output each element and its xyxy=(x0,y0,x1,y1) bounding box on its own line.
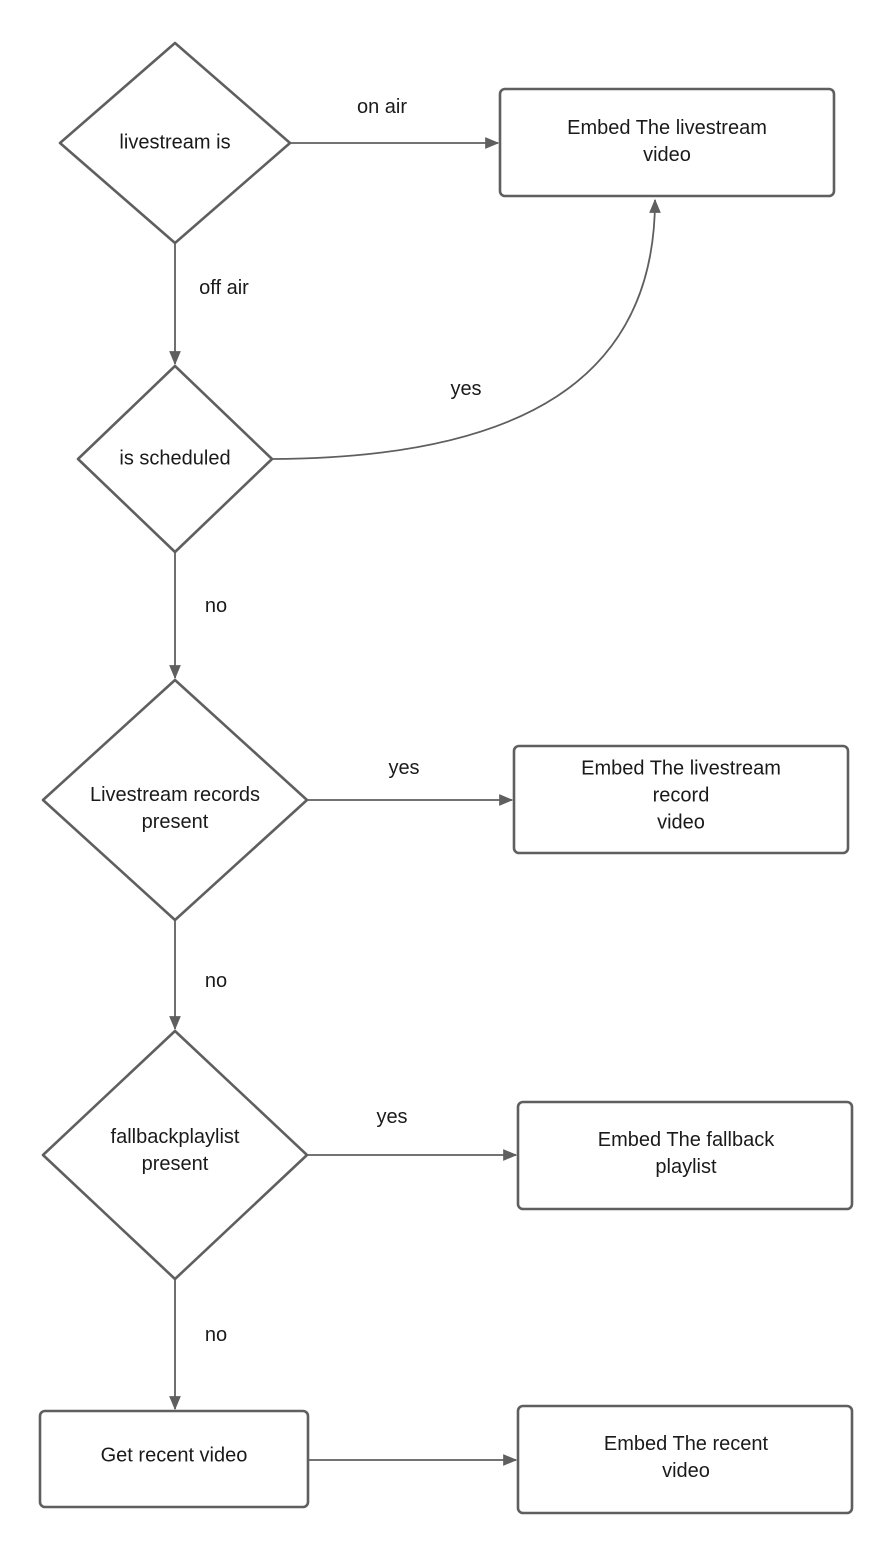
get-recent-video-box xyxy=(38,1409,310,1509)
livestream-is-label: livestream is xyxy=(119,131,231,154)
is-scheduled-label: is scheduled xyxy=(119,447,231,470)
embed-recent-video-label: Embed The recent video xyxy=(603,1433,769,1482)
fallbackplaylist-present-label: fallbackplaylist present xyxy=(110,1126,240,1175)
embed-fallback-playlist-box xyxy=(516,1100,854,1211)
edge-label-playlist-yes: yes xyxy=(376,1106,408,1128)
edge-scheduled-yes xyxy=(271,198,661,460)
edge-label-records-no: no xyxy=(204,970,228,992)
embed-fallback-playlist-label: Embed The fallback playlist xyxy=(597,1129,775,1178)
edge-label-playlist-no: no xyxy=(204,1324,228,1346)
edge-label-records-yes: yes xyxy=(388,757,420,779)
embed-livestream-video-label: Embed The livestream video xyxy=(567,117,767,166)
edge-label-scheduled-no: no xyxy=(204,595,228,617)
livestream-records-present-label: Livestream records present xyxy=(89,784,261,833)
get-recent-video-label: Get recent video xyxy=(100,1444,248,1467)
embed-recent-video-box xyxy=(516,1404,854,1515)
edge-label-scheduled-yes: yes xyxy=(450,378,482,400)
embed-livestream-video-box xyxy=(498,87,836,198)
embed-livestream-record-video-box xyxy=(512,744,850,855)
embed-livestream-record-video-label: Embed The livestream record video xyxy=(581,757,781,834)
edge-label-off-air: off air xyxy=(199,277,249,299)
edge-label-on-air: on air xyxy=(356,96,408,118)
